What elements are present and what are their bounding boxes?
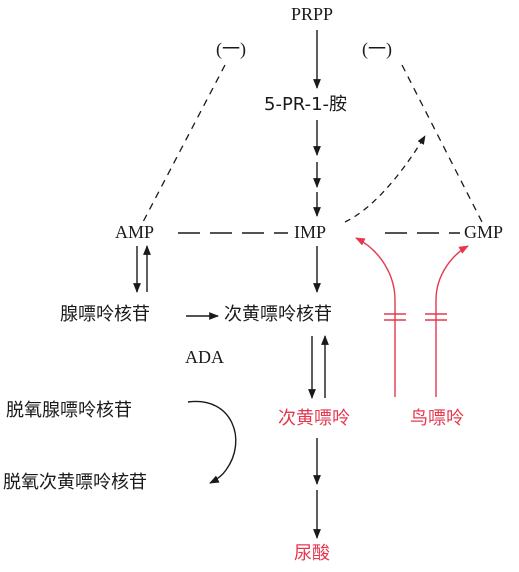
salvage-arrow-hypoxanthine-to-imp xyxy=(355,237,396,397)
feedback-inhibition-left: (一) xyxy=(216,39,246,59)
salvage-arrow-guanine-to-gmp xyxy=(435,245,469,397)
node-guanine: 鸟嘌呤 xyxy=(410,408,464,429)
node-prpp: PRPP xyxy=(291,4,334,24)
feedback-inhibition-right: (一) xyxy=(362,39,392,59)
node-amp: AMP xyxy=(115,222,155,242)
node-imp: IMP xyxy=(294,222,327,242)
node-deoxyadenosine: 脱氧腺嘌呤核苷 xyxy=(6,400,132,421)
imp-dashed-curve-arrow xyxy=(344,135,426,223)
node-hypoxanthine: 次黄嘌呤 xyxy=(278,408,350,429)
node-gmp: GMP xyxy=(464,222,504,242)
feedback-line-right xyxy=(401,64,483,223)
node-5-pr-1-amine: 5-PR-1-胺 xyxy=(264,94,348,115)
feedback-line-left xyxy=(142,64,226,223)
enzyme-ada: ADA xyxy=(185,347,224,367)
node-deoxyinosine: 脱氧次黄嘌呤核苷 xyxy=(3,472,147,493)
arrow-deoxyadenosine-to-deoxyinosine xyxy=(187,400,237,484)
node-adenosine: 腺嘌呤核苷 xyxy=(60,304,150,325)
node-uric-acid: 尿酸 xyxy=(294,543,330,564)
node-inosine: 次黄嘌呤核苷 xyxy=(224,304,332,325)
